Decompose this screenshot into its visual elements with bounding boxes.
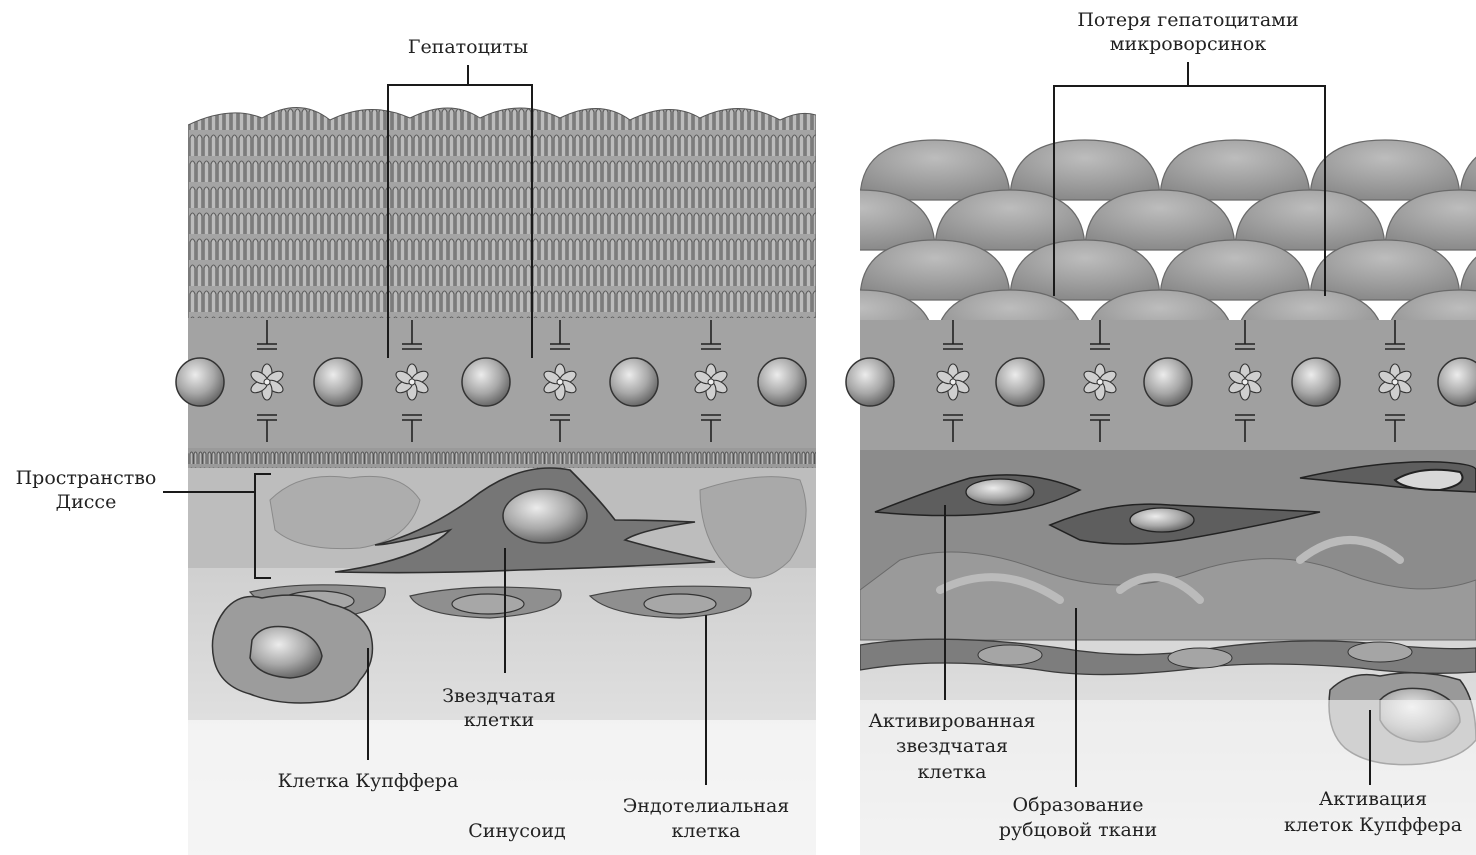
label-stellate-line1: Звездчатая <box>442 685 556 707</box>
label-disse-line1: Пространство <box>16 467 157 489</box>
hepatocyte-nucleus <box>314 358 362 406</box>
label-endothelial-line1: Эндотелиальная <box>623 795 790 817</box>
label-scar-line2: рубцовой ткани <box>999 819 1157 841</box>
label-sinusoid: Синусоид <box>468 820 566 842</box>
hepatocyte-nucleus <box>846 358 894 406</box>
hepatocyte-nucleus <box>462 358 510 406</box>
hepatocyte-nucleus <box>176 358 224 406</box>
label-scar-line1: Образование <box>1013 794 1144 816</box>
label-kupffer-activation-line2: клеток Купффера <box>1284 814 1462 836</box>
left-panel-normal-liver <box>188 107 816 855</box>
label-microvilli-loss-line2: микроворсинок <box>1110 33 1267 55</box>
label-activated-stellate-line2: звездчатая <box>896 735 1008 757</box>
label-endothelial-line2: клетка <box>672 820 741 842</box>
hepatocyte-microvilli-layer <box>188 107 816 320</box>
label-kupffer-activation-line1: Активация <box>1319 788 1427 810</box>
label-stellate-line2: клетки <box>464 709 534 731</box>
label-hepatocytes: Гепатоциты <box>408 36 528 58</box>
hepatocyte-nucleus <box>996 358 1044 406</box>
basal-microvilli <box>188 448 816 470</box>
label-microvilli-loss-line1: Потеря гепатоцитами <box>1077 9 1298 31</box>
hepatocyte-nucleus <box>610 358 658 406</box>
hepatocyte-nucleus <box>758 358 806 406</box>
stellate-cell-nucleus <box>503 489 587 543</box>
hepatocyte-domes <box>785 140 1476 350</box>
hepatocyte-nucleus <box>1144 358 1192 406</box>
label-activated-stellate-line1: Активированная <box>868 710 1035 732</box>
label-kupffer: Клетка Купффера <box>278 770 459 792</box>
hepatocyte-nucleus <box>1292 358 1340 406</box>
label-disse-line2: Диссе <box>56 491 117 513</box>
label-activated-stellate-line3: клетка <box>918 761 987 783</box>
right-panel-fibrotic-liver <box>785 140 1476 855</box>
